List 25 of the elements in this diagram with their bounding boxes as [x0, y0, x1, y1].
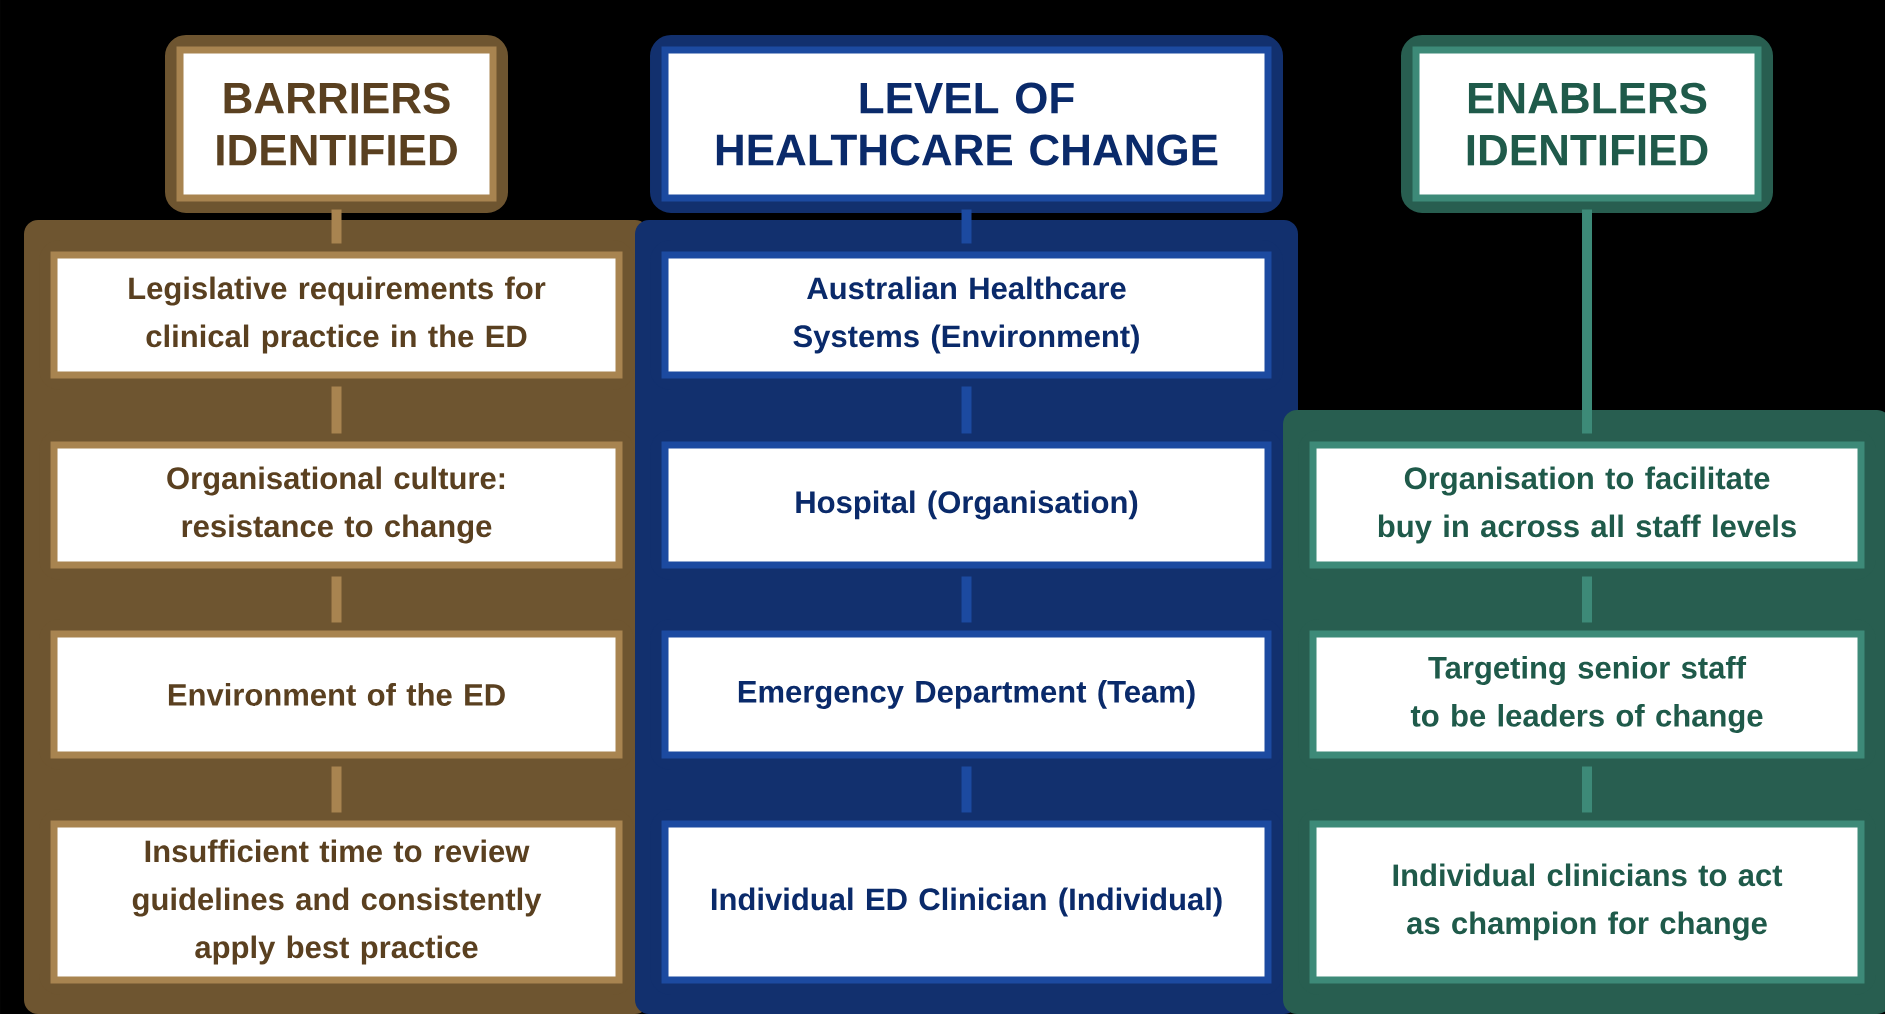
connector-line: [961, 209, 972, 244]
header-box: ENABLERS IDENTIFIED: [1401, 35, 1773, 213]
text-box: Australian Healthcare Systems (Environment): [650, 240, 1283, 390]
connector-line: [331, 766, 342, 813]
connector-line: [961, 766, 972, 813]
text-box: Legislative requirements for clinical practice in the ED: [39, 240, 634, 390]
text-box: Insufficient time to review guidelines and consistently apply best practice: [39, 809, 634, 995]
text-box: Targeting senior staff to be leaders of change: [1298, 619, 1876, 770]
connector-line: [1582, 576, 1592, 623]
text-box: Environment of the ED: [39, 619, 634, 770]
connector-line: [331, 209, 342, 244]
header-box: BARRIERS IDENTIFIED: [165, 35, 508, 213]
connector-line: [331, 386, 342, 434]
text-box: Individual clinicians to act as champion for change: [1298, 809, 1876, 995]
connector-line: [1582, 766, 1592, 813]
connector-line: [331, 576, 342, 623]
text-box: Individual ED Clinician (Individual): [650, 809, 1283, 995]
text-box: Hospital (Organisation): [650, 430, 1283, 580]
text-box: Organisational culture: resistance to change: [39, 430, 634, 580]
connector-line: [961, 576, 972, 623]
connector-line: [961, 386, 972, 434]
header-box: LEVEL OF HEALTHCARE CHANGE: [650, 35, 1283, 213]
text-box: Organisation to facilitate buy in across all staff levels: [1298, 430, 1876, 580]
text-box: Emergency Department (Team): [650, 619, 1283, 770]
connector-line: [1582, 209, 1592, 434]
